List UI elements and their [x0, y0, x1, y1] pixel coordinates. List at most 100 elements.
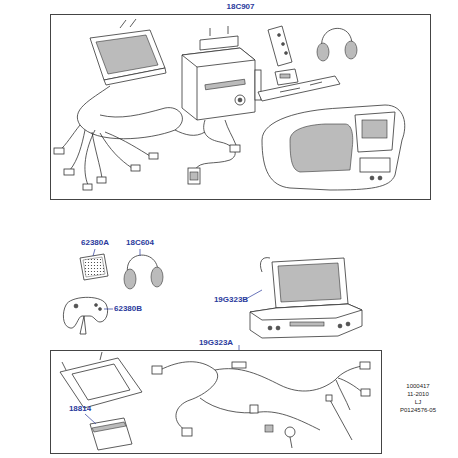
controller-pad-stroke: [80, 254, 108, 280]
overhead-console: [262, 105, 405, 190]
flip-down-screen-stroke: [260, 258, 270, 272]
overhead-console-stroke: [360, 158, 390, 172]
callout-number: 18C604: [126, 238, 154, 248]
install-harness-stroke: [232, 362, 246, 368]
mounting-bracket-stroke: [72, 364, 130, 400]
overhead-console-stroke: [355, 112, 395, 152]
flip-down-screen-stroke: [250, 304, 362, 338]
wiring-harness-stroke: [60, 125, 80, 150]
game-controller-stroke: [95, 304, 98, 307]
remote-card-stroke: [280, 74, 290, 78]
drawing-reference: 11-2010: [407, 390, 429, 398]
dvd-player-stroke: [182, 48, 255, 67]
wiring-harness-stroke: [64, 169, 74, 175]
leader-lines-stroke: [140, 249, 141, 256]
fixings-stroke: [330, 400, 352, 440]
rear-monitor-stroke: [120, 20, 126, 28]
overhead-console-stroke: [262, 105, 405, 190]
headphones: [317, 28, 357, 61]
manual-booklet-stroke: [92, 422, 126, 432]
leader-lines-stroke: [85, 414, 96, 424]
install-harness-stroke: [361, 389, 370, 396]
install-harness-stroke: [152, 366, 162, 374]
mounting-bracket-stroke: [62, 362, 66, 370]
wiring-harness-stroke: [92, 132, 102, 178]
remote-control-stroke: [282, 43, 285, 46]
player-harness-stroke: [230, 145, 240, 152]
callout-number: 18814: [69, 404, 91, 414]
fixings-stroke: [326, 395, 332, 401]
controller-pad-stroke: [83, 257, 105, 277]
dvd-player-stroke: [238, 98, 242, 102]
player-harness-stroke: [175, 130, 205, 135]
remote-control-stroke: [285, 52, 288, 55]
wiring-harness-stroke: [100, 133, 132, 168]
dvd-player-stroke: [182, 48, 255, 120]
dvd-player-stroke: [235, 95, 245, 105]
trim-strip: [258, 76, 340, 101]
remote-control-stroke: [278, 34, 281, 37]
fixings-stroke: [265, 425, 273, 432]
callout-number: 19G323B: [214, 295, 248, 305]
wiring-harness-stroke: [97, 177, 106, 183]
flip-down-screen-stroke: [338, 324, 342, 328]
overhead-console-stroke: [378, 176, 382, 180]
dvd-player-stroke: [228, 26, 229, 34]
install-harness: [152, 362, 370, 436]
headphones-stroke: [124, 269, 136, 289]
mounting-bracket-stroke: [60, 358, 142, 408]
flip-down-screen-stroke: [290, 322, 324, 326]
wiring-harness: [54, 86, 182, 190]
headphones-stroke: [151, 267, 163, 287]
install-harness-stroke: [160, 362, 218, 430]
dvd-player-stroke: [205, 79, 245, 90]
headphones-stroke: [345, 41, 357, 59]
flip-down-screen-stroke: [250, 304, 362, 320]
rear-monitor-stroke: [104, 68, 166, 85]
dvd-player-stroke: [200, 36, 238, 50]
game-controller-stroke: [80, 316, 86, 334]
wiring-harness-stroke: [83, 184, 92, 190]
game-controller: [63, 297, 107, 334]
player-harness-stroke: [190, 172, 198, 180]
wiring-harness-stroke: [85, 130, 95, 185]
remote-card: [275, 69, 298, 85]
callout-number: 62380B: [114, 304, 142, 314]
trim-strip-stroke: [258, 76, 340, 101]
flip-down-screen-stroke: [346, 322, 350, 326]
game-controller-stroke: [74, 304, 78, 308]
manual-booklet-stroke: [90, 418, 132, 450]
headphones-stroke: [317, 43, 329, 61]
trim-strip-stroke: [310, 82, 322, 85]
drawing-reference: P0124576-05: [400, 406, 436, 414]
group-part-number: 18C907: [225, 2, 255, 12]
remote-control-stroke: [268, 26, 292, 66]
install-harness-stroke: [215, 369, 335, 391]
remote-control: [268, 26, 292, 66]
fixings: [265, 395, 352, 448]
overhead-console-stroke: [362, 120, 387, 138]
overhead-console-stroke: [290, 124, 353, 172]
install-harness-stroke: [182, 428, 192, 436]
fixings-stroke: [285, 427, 295, 437]
install-harness-stroke: [250, 405, 258, 413]
controller-pad: [80, 254, 108, 280]
wiring-harness-stroke: [149, 153, 158, 159]
leader-lines-stroke: [104, 309, 113, 310]
wiring-harness-stroke: [77, 86, 182, 139]
dvd-player-stroke: [210, 28, 211, 36]
flip-down-screen-stroke: [276, 326, 280, 330]
install-harness-stroke: [200, 398, 320, 430]
dvd-player-stroke: [197, 67, 198, 120]
fixings-stroke: [290, 437, 292, 448]
player-harness-stroke: [195, 120, 235, 170]
player-harness-stroke: [225, 120, 236, 145]
flip-down-screen-stroke: [278, 263, 341, 302]
player-harness-stroke: [188, 168, 200, 184]
drawing-reference: LJ: [415, 398, 421, 406]
dvd-player: [182, 26, 261, 120]
flip-down-screen: [250, 258, 362, 338]
wiring-harness-stroke: [105, 132, 150, 156]
